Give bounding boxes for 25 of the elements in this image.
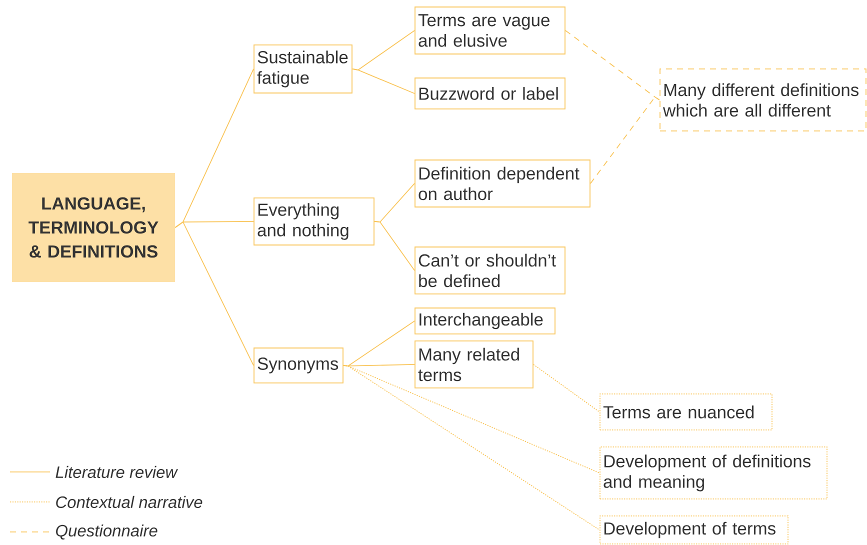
connector <box>565 30 660 100</box>
connector <box>590 96 660 184</box>
legend-label: Literature review <box>56 466 178 478</box>
concept-box: Buzzword or label <box>414 78 566 110</box>
concept-box: Many different definitions which are all different <box>660 68 866 132</box>
concept-box: Sustainable fatigue <box>254 44 352 94</box>
concept-box: Development of terms <box>600 516 788 544</box>
concept-box: Can’t or shouldn’t be defined <box>414 246 566 294</box>
connector <box>533 364 600 412</box>
concept-box: Terms are vague and elusive <box>414 6 566 54</box>
concept-box: Development of definitions and meaning <box>600 446 828 500</box>
connector <box>374 221 415 271</box>
concept-box: Everything and nothing <box>254 198 374 246</box>
concept-box: Definition dependent on author <box>414 160 590 208</box>
concept-box: Interchangeable <box>414 308 556 334</box>
topic-box: LANGUAGE, TERMINOLOGY & DEFINITIONS <box>12 172 175 282</box>
concept-box: Terms are nuanced <box>600 394 772 430</box>
legend-label: Contextual narrative <box>56 496 202 508</box>
legend-label: Questionnaire <box>56 524 158 540</box>
concept-box: Synonyms <box>254 348 344 384</box>
connector <box>352 68 415 94</box>
connector <box>343 364 415 366</box>
connector <box>343 365 600 530</box>
concept-box: Many related terms <box>414 340 534 388</box>
connector <box>174 221 254 366</box>
